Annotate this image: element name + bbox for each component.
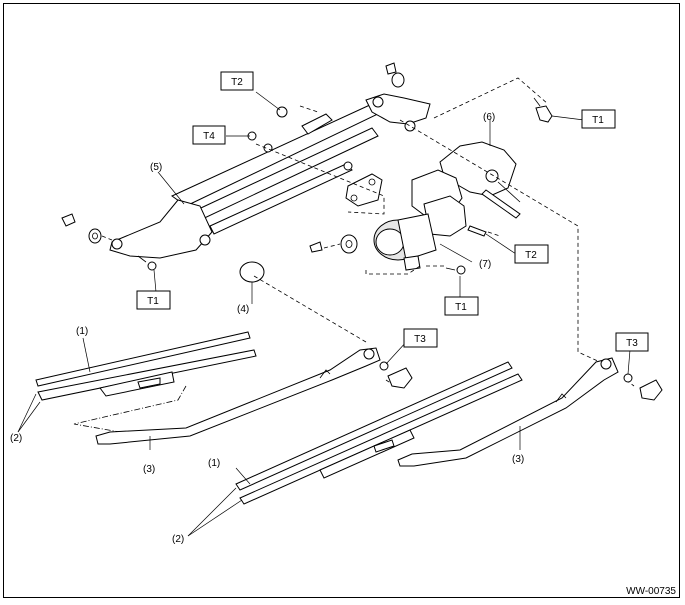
- bolt-t1-right: [533, 97, 553, 123]
- nut-t4: [247, 131, 273, 153]
- torque-label-t1-motor: T1: [444, 296, 479, 316]
- figure-frame: [3, 3, 680, 598]
- torque-label-t4: T4: [192, 125, 226, 145]
- callout-3-left: (3): [143, 464, 155, 475]
- leader-lines: [17, 91, 631, 537]
- wiper-arm-right: [397, 357, 619, 467]
- grommet-left: [61, 213, 102, 244]
- wiper-blade-left: [35, 331, 257, 401]
- torque-label-t1-left: T1: [136, 290, 171, 310]
- bolt-t1-left: [137, 255, 157, 271]
- callout-5: (5): [150, 162, 162, 173]
- torque-label-t2-motor: T2: [514, 244, 549, 264]
- svg-text:T3: T3: [626, 338, 638, 349]
- callout-4: (4): [237, 304, 249, 315]
- grommet-top: [385, 62, 405, 88]
- bolt-t1-motor: [445, 265, 466, 275]
- callout-6: (6): [483, 112, 495, 123]
- grommet-center: [309, 234, 358, 254]
- svg-text:T4: T4: [203, 131, 215, 142]
- cap-4: [239, 261, 265, 283]
- svg-text:T1: T1: [592, 115, 604, 126]
- callout-2-right: (2): [172, 534, 184, 545]
- callout-2-left: (2): [10, 433, 22, 444]
- bolt-t2-bracket: [467, 225, 487, 237]
- wiper-motor: [373, 169, 467, 271]
- motor-bracket: [439, 141, 521, 219]
- figure-id: WW-00735: [626, 586, 676, 597]
- torque-label-t1-right: T1: [581, 109, 616, 129]
- torque-label-t2-top: T2: [220, 71, 254, 91]
- callout-1-right: (1): [208, 458, 220, 469]
- svg-text:T3: T3: [414, 334, 426, 345]
- torque-label-t3-right: T3: [615, 332, 649, 352]
- wiper-blade-right: [235, 361, 523, 505]
- svg-text:T2: T2: [525, 250, 537, 261]
- torque-label-t3-left: T3: [403, 328, 438, 348]
- callout-7: (7): [479, 259, 491, 270]
- svg-text:T1: T1: [455, 302, 467, 313]
- svg-text:T2: T2: [231, 77, 243, 88]
- assembly-guide-lines: [73, 77, 635, 433]
- svg-text:T1: T1: [147, 296, 159, 307]
- callout-3-right: (3): [512, 454, 524, 465]
- wiper-cap-left: [379, 361, 413, 389]
- wiper-link-frame: [109, 93, 431, 259]
- wiper-cap-right: [623, 373, 663, 401]
- wiper-arm-left: [95, 347, 381, 445]
- callout-1-left: (1): [76, 326, 88, 337]
